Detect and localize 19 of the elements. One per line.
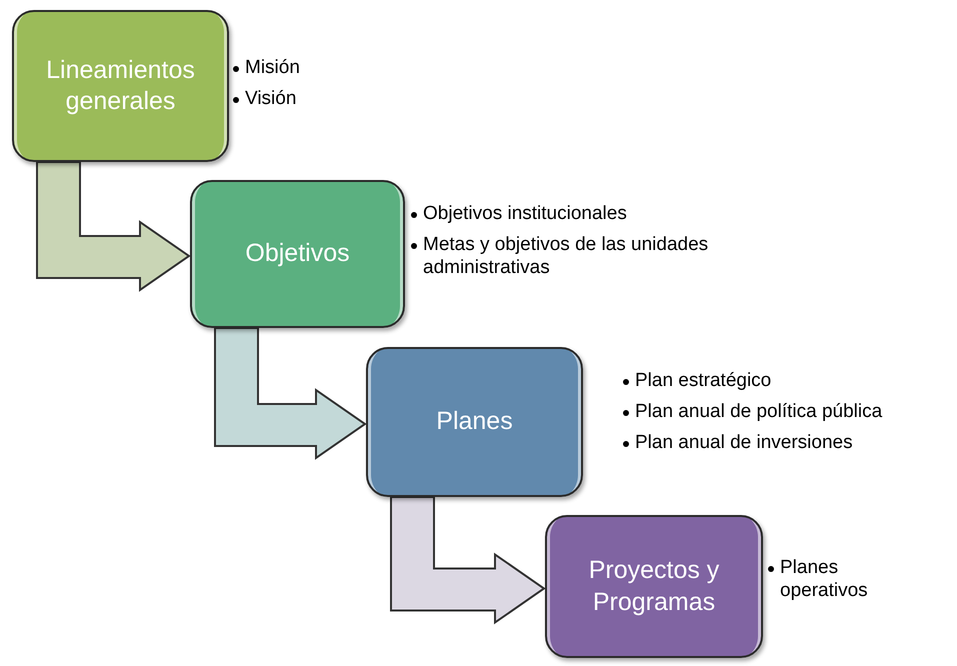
box-label: Objetivos bbox=[245, 238, 350, 270]
process-box bbox=[545, 515, 763, 658]
bullet-item: Plan anual de política pública bbox=[622, 400, 952, 424]
bent-arrow bbox=[36, 161, 191, 292]
bullet-item: Plan estratégico bbox=[622, 370, 952, 393]
bullet-item: Metas y objetivos de las unidades administrativas bbox=[410, 234, 710, 280]
box-label: Lineamientos generales bbox=[45, 54, 196, 117]
bullet-item: Planes operativos bbox=[767, 557, 917, 603]
bullet-item: Plan anual de inversiones bbox=[622, 432, 952, 454]
bullet-item: Visión bbox=[232, 88, 352, 111]
process-box bbox=[190, 180, 405, 328]
process-box bbox=[12, 10, 229, 162]
bullet-item: Misión bbox=[232, 57, 352, 80]
box-label: Planes bbox=[436, 406, 513, 438]
process-box bbox=[366, 347, 583, 497]
bullet-item: Objetivos institucionales bbox=[410, 203, 710, 226]
bent-arrow bbox=[390, 496, 546, 624]
bent-arrow bbox=[214, 327, 367, 460]
box-label: Proyectos y Programas bbox=[588, 555, 720, 618]
